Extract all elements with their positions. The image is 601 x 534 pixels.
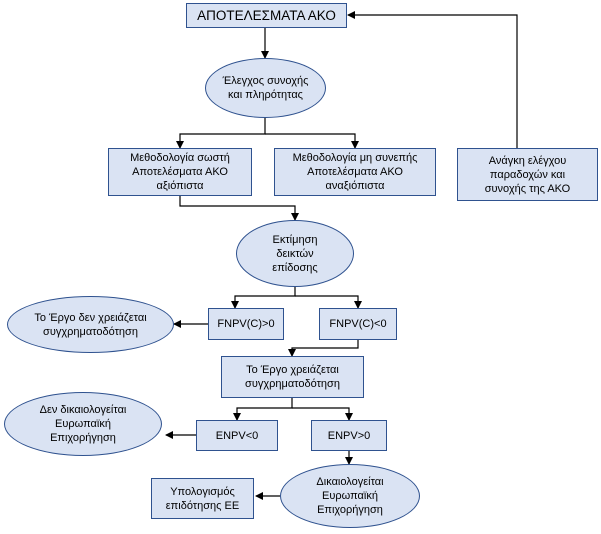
consistency-check-ellipse: Έλεγχος συνοχής και πληρότητας	[205, 58, 326, 118]
arrow-fnpv-neg-to-needs-financing	[288, 340, 359, 357]
arrow-correct-to-estimate	[179, 196, 299, 221]
arrow-estimate-branch-right	[295, 295, 362, 309]
fnpv-positive-box: FNPV(C)>0	[208, 308, 284, 340]
justified-ellipse: Δικαιολογείται Ευρωπαϊκή Επιχορήγηση	[280, 464, 420, 528]
arrow-check-branch-left	[176, 118, 266, 149]
arrow-recheck-to-results	[347, 11, 518, 148]
needs-financing-box: Το Έργο χρειάζεται συγχρηματοδότηση	[221, 356, 364, 398]
arrow-estimate-branch-left	[231, 287, 296, 309]
method-correct-box: Μεθοδολογία σωστή Αποτελέσματα ΑΚΟ αξιόπ…	[108, 148, 252, 196]
estimate-indicators-ellipse: Εκτίμηση δεικτών επίδοσης	[236, 220, 354, 287]
not-justified-ellipse: Δεν δικαιολογείται Ευρωπαϊκή Επιχορήγηση	[4, 392, 162, 456]
enpv-positive-box: ENPV>0	[311, 420, 387, 451]
fnpv-negative-box: FNPV(C)<0	[319, 308, 397, 340]
no-financing-needed-ellipse: Το Έργο δεν χρειάζεται συγχρηματοδότηση	[7, 296, 174, 353]
results-box: ΑΠΟΤΕΛΕΣΜΑΤΑ ΑΚΟ	[186, 3, 347, 28]
arrow-check-branch-right	[265, 133, 359, 149]
grant-calc-box: Υπολογισμός επιδότησης ΕΕ	[151, 478, 254, 519]
arrow-financing-branch-right	[292, 407, 353, 421]
enpv-negative-box: ENPV<0	[196, 420, 278, 451]
recheck-assumptions-box: Ανάγκη ελέγχου παραδοχών και συνοχής της…	[457, 148, 598, 201]
arrow-financing-branch-left	[233, 398, 293, 421]
method-inconsistent-box: Μεθοδολογία μη συνεπής Αποτελέσματα ΑΚΟ …	[274, 148, 436, 196]
